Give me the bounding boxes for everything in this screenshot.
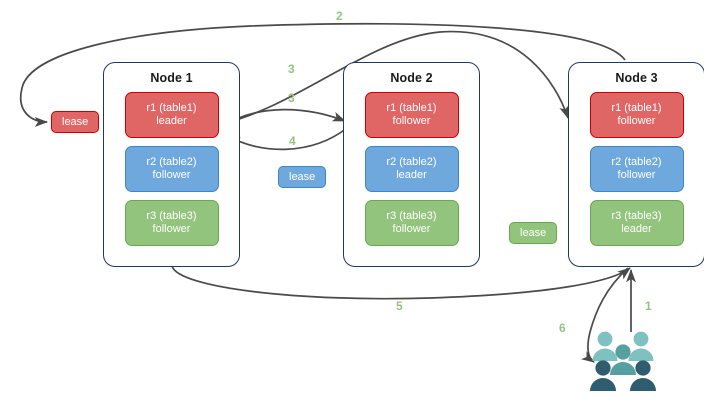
replica-role: follower [152,223,191,235]
step-label-3-lower: 3 [288,91,295,105]
replica-role: leader [621,223,652,235]
node-title: Node 3 [615,71,658,85]
replica-list: r1 (table1) follower r2 (table2) leader … [344,92,479,246]
lease-badge-red[interactable]: lease [51,111,100,133]
replica-role: leader [396,169,427,181]
replica-role: follower [617,115,656,127]
replica-chip[interactable]: r1 (table1) follower [364,92,459,138]
lease-badge-blue[interactable]: lease [278,166,327,188]
replica-chip[interactable]: r3 (table3) leader [589,200,684,246]
step-label-1: 1 [645,299,652,313]
replica-chip[interactable]: r1 (table1) follower [589,92,684,138]
users-front-row [590,360,656,391]
step-label-6: 6 [559,321,566,335]
replica-name: r3 (table3) [146,209,197,222]
replica-chip[interactable]: r2 (table2) leader [364,146,459,192]
replica-name: r1 (table1) [611,101,662,114]
edge-step-5-node1-to-node3 [171,265,631,300]
replica-name: r2 (table2) [146,155,197,168]
node-title: Node 2 [390,71,433,85]
lease-badge-green[interactable]: lease [509,222,558,244]
replica-chip[interactable]: r1 (table1) leader [124,92,219,138]
replica-list: r1 (table1) leader r2 (table2) follower … [104,92,239,246]
replica-chip[interactable]: r2 (table2) follower [124,146,219,192]
replica-name: r3 (table3) [611,209,662,222]
users-middle-figure [610,344,636,375]
replica-role: leader [156,115,187,127]
users-icon [590,331,656,391]
node-box-3[interactable]: Node 3 r1 (table1) follower r2 (table2) … [568,62,704,267]
replica-name: r3 (table3) [386,209,437,222]
edge-step-3-node1-to-node2 [222,108,346,127]
replica-name: r1 (table1) [146,101,197,114]
replica-role: follower [392,223,431,235]
node-box-2[interactable]: Node 2 r1 (table1) follower r2 (table2) … [343,62,480,267]
replica-chip[interactable]: r3 (table3) follower [124,200,219,246]
replica-list: r1 (table1) follower r2 (table2) followe… [569,92,704,246]
users-back-row [592,331,654,361]
step-label-4: 4 [289,134,296,148]
step-label-5: 5 [396,299,403,313]
edge-step-4-node2-to-node1 [227,127,348,151]
step-label-2: 2 [336,9,343,23]
node-title: Node 1 [150,71,193,85]
replica-name: r1 (table1) [386,101,437,114]
replica-role: follower [392,115,431,127]
step-label-3-upper: 3 [288,62,295,76]
replica-chip[interactable]: r2 (table2) follower [589,146,684,192]
replica-name: r2 (table2) [611,155,662,168]
replica-name: r2 (table2) [386,155,437,168]
node-box-1[interactable]: Node 1 r1 (table1) leader r2 (table2) fo… [103,62,240,267]
replica-chip[interactable]: r3 (table3) follower [364,200,459,246]
replica-role: follower [152,169,191,181]
replica-role: follower [617,169,656,181]
